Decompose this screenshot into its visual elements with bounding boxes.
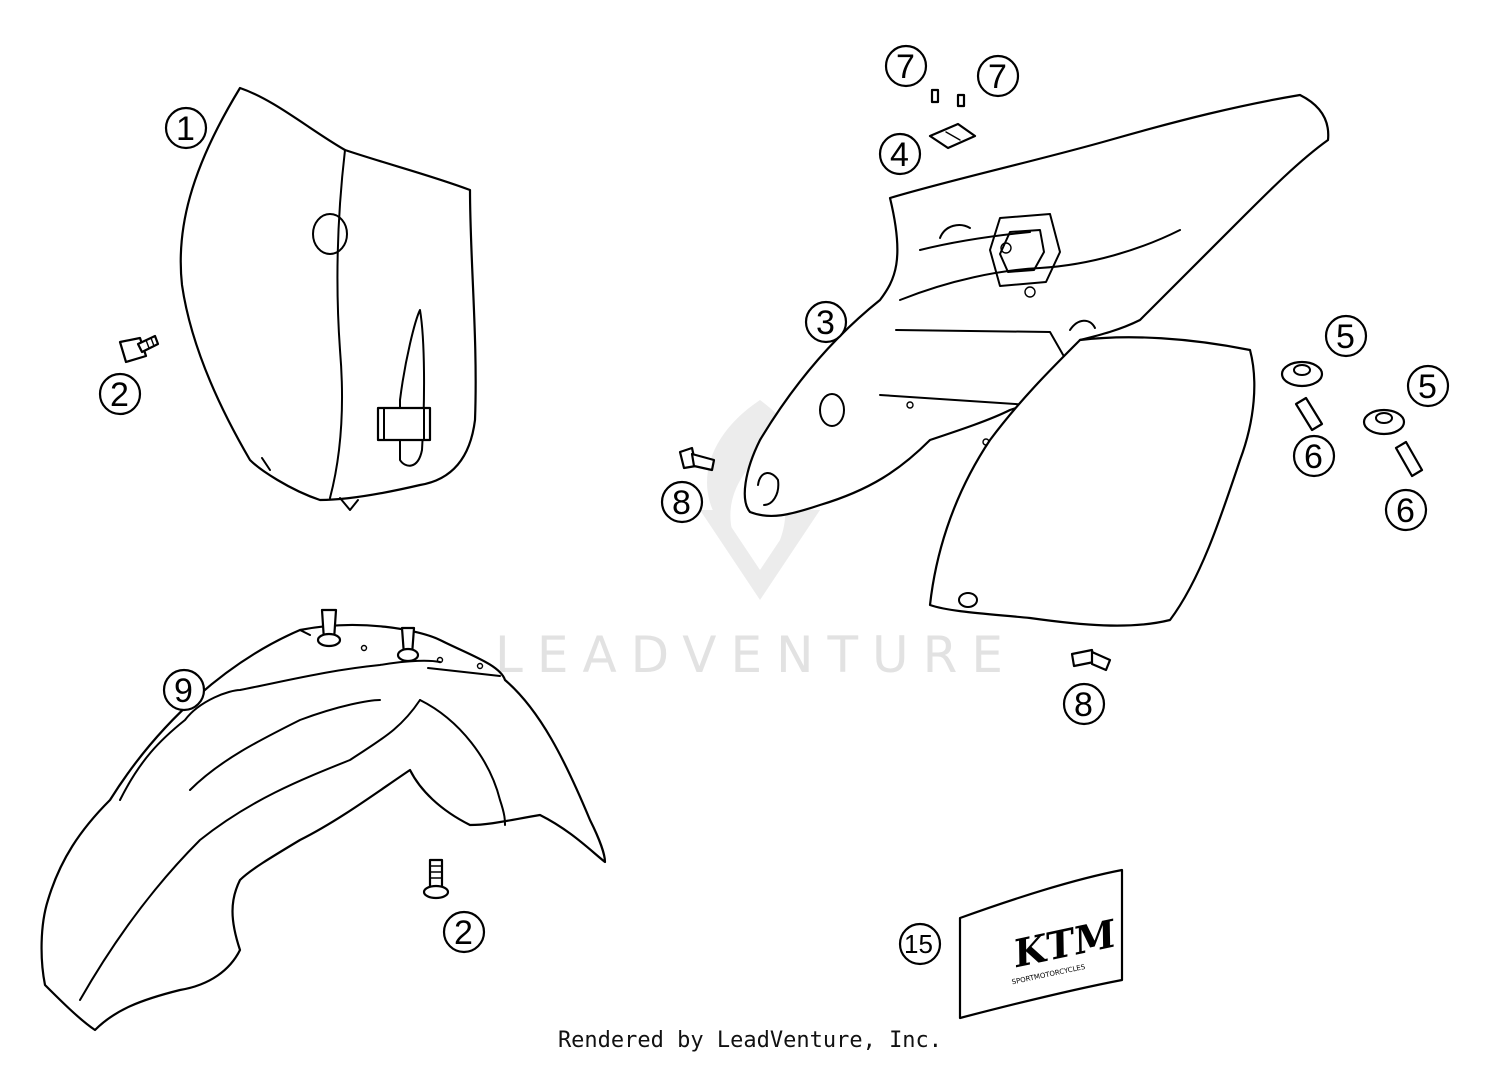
svg-text:8: 8	[1074, 686, 1093, 724]
part-9-front-fender[interactable]	[40, 608, 607, 1032]
watermark: LEADVENTURE	[495, 400, 1017, 684]
part-8-screw-a[interactable]	[678, 446, 716, 472]
svg-text:2: 2	[454, 914, 473, 952]
part-7-screw-b[interactable]	[956, 93, 966, 108]
svg-text:4: 4	[890, 136, 909, 174]
svg-text:5: 5	[1418, 368, 1437, 406]
callout-2-lower: 2	[442, 910, 486, 954]
svg-text:5: 5	[1336, 318, 1355, 356]
svg-text:15: 15	[904, 929, 933, 959]
part-5-washer-b[interactable]	[1362, 408, 1406, 436]
callout-8-b: 8	[1062, 682, 1106, 726]
part-3-side-panel[interactable]	[928, 336, 1256, 627]
svg-text:2: 2	[110, 376, 129, 414]
callout-9: 9	[162, 668, 206, 712]
part-2-screw-upper[interactable]	[118, 334, 160, 364]
part-7-screw-a[interactable]	[930, 88, 940, 104]
svg-text:6: 6	[1396, 492, 1415, 530]
part-5-washer-a[interactable]	[1280, 360, 1324, 388]
part-6-screw-b[interactable]	[1394, 440, 1424, 478]
part-15-decal[interactable]: KTM SPORTMOTORCYCLES	[958, 868, 1124, 1020]
callout-4: 4	[878, 132, 922, 176]
svg-text:6: 6	[1304, 438, 1323, 476]
callout-7-a: 7	[884, 44, 928, 88]
part-2-screw-lower[interactable]	[422, 858, 450, 900]
part-6-screw-a[interactable]	[1294, 396, 1324, 432]
callout-2-upper: 2	[98, 372, 142, 416]
svg-text:7: 7	[896, 48, 915, 86]
svg-text:1: 1	[176, 110, 195, 148]
part-1-number-plate[interactable]	[179, 86, 477, 511]
callout-6-a: 6	[1292, 434, 1336, 478]
svg-text:3: 3	[816, 304, 835, 342]
svg-text:7: 7	[988, 58, 1007, 96]
callout-6-b: 6	[1384, 488, 1428, 532]
callout-5-a: 5	[1324, 314, 1368, 358]
svg-text:8: 8	[672, 484, 691, 522]
callout-1: 1	[164, 106, 208, 150]
callout-15: 15	[898, 922, 942, 966]
callout-8-a: 8	[660, 480, 704, 524]
svg-text:9: 9	[174, 672, 193, 710]
callout-5-b: 5	[1406, 364, 1450, 408]
callout-7-b: 7	[976, 54, 1020, 98]
callout-3: 3	[804, 300, 848, 344]
watermark-text: LEADVENTURE	[495, 626, 1017, 684]
footer-credit: Rendered by LeadVenture, Inc.	[557, 1028, 943, 1053]
part-4-bracket[interactable]	[928, 122, 977, 150]
part-8-screw-b[interactable]	[1070, 648, 1112, 672]
